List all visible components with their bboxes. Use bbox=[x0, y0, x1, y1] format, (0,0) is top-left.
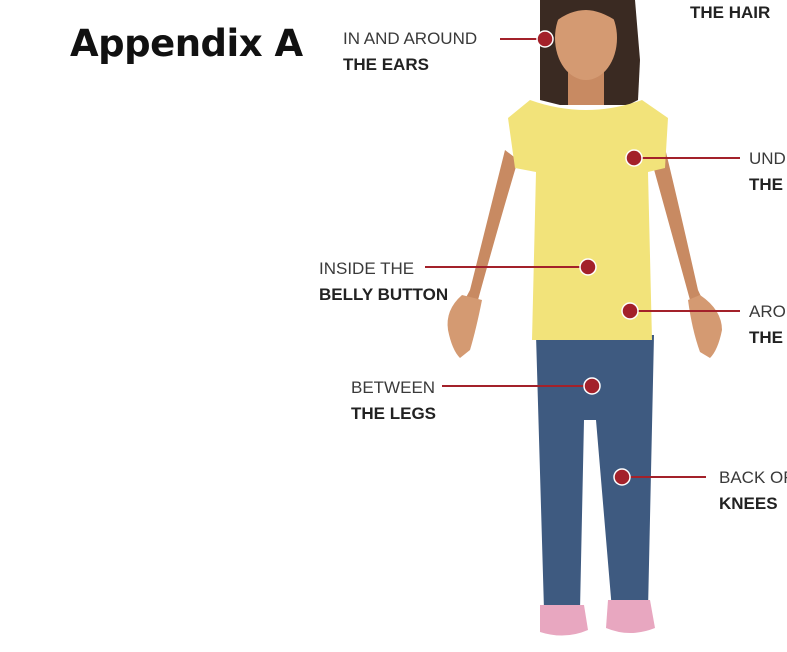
label-knees-line2: KNEES bbox=[719, 491, 787, 517]
label-belly: INSIDE THE BELLY BUTTON bbox=[319, 256, 448, 308]
left-shoe bbox=[540, 605, 588, 636]
label-legs: BETWEEN THE LEGS bbox=[351, 375, 436, 427]
marker-legs bbox=[584, 378, 600, 394]
marker-ears bbox=[537, 31, 553, 47]
shirt bbox=[508, 100, 668, 340]
marker-belly bbox=[580, 259, 596, 275]
label-hair-line2: THE HAIR bbox=[690, 0, 770, 26]
label-arms: UND THE A bbox=[749, 146, 787, 198]
label-waist-line1: ARO bbox=[749, 299, 787, 325]
marker-knees bbox=[614, 469, 630, 485]
label-belly-line2: BELLY BUTTON bbox=[319, 282, 448, 308]
left-hand bbox=[448, 295, 482, 358]
marker-arms bbox=[626, 150, 642, 166]
right-shoe bbox=[606, 600, 655, 633]
label-waist: ARO THE W bbox=[749, 299, 787, 351]
label-waist-line2: THE W bbox=[749, 325, 787, 351]
right-hand bbox=[688, 295, 722, 358]
label-ears-line2: THE EARS bbox=[343, 52, 477, 78]
label-knees: BACK OF KNEES bbox=[719, 465, 787, 517]
label-arms-line2: THE A bbox=[749, 172, 787, 198]
label-hair: THE HAIR bbox=[690, 0, 770, 26]
right-arm bbox=[650, 148, 705, 305]
marker-waist bbox=[622, 303, 638, 319]
label-arms-line1: UND bbox=[749, 146, 787, 172]
label-ears: IN AND AROUND THE EARS bbox=[343, 26, 477, 78]
label-legs-line1: BETWEEN bbox=[351, 375, 436, 401]
label-legs-line2: THE LEGS bbox=[351, 401, 436, 427]
label-knees-line1: BACK OF bbox=[719, 465, 787, 491]
label-ears-line1: IN AND AROUND bbox=[343, 26, 477, 52]
left-arm bbox=[462, 150, 518, 305]
jeans bbox=[536, 335, 654, 610]
label-belly-line1: INSIDE THE bbox=[319, 256, 448, 282]
